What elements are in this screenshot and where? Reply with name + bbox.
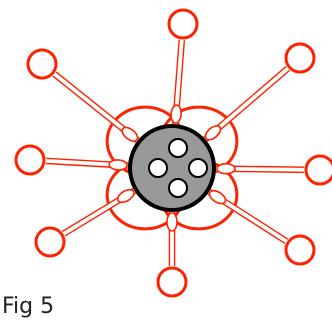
arm-root-joint	[208, 189, 227, 205]
arm-root-joint	[108, 159, 128, 171]
end-ring	[14, 144, 46, 176]
spoke-arm	[203, 42, 316, 142]
arm-root-joint	[121, 126, 139, 142]
figure-caption: Fig 5	[2, 294, 55, 319]
disc-hole	[188, 158, 208, 178]
center-disc	[128, 124, 216, 212]
arm-root-joint	[170, 104, 182, 124]
end-ring	[284, 234, 316, 266]
end-ring	[284, 42, 316, 74]
spoke-arm	[26, 48, 140, 144]
end-ring	[167, 8, 199, 40]
end-ring	[156, 266, 188, 298]
disc-hole	[148, 158, 168, 178]
spoke-arm	[207, 188, 316, 266]
arm-root-joint	[216, 162, 236, 175]
disc-body	[128, 124, 216, 212]
spoke-arm	[14, 144, 129, 176]
spoke-arm	[167, 8, 199, 125]
spoke-arms	[14, 8, 332, 298]
arm-root-joint	[166, 212, 178, 232]
end-ring	[304, 154, 332, 186]
disc-hole	[168, 138, 188, 158]
spoke-arm	[156, 212, 188, 298]
spoke-arm	[34, 187, 137, 258]
arm-root-joint	[116, 188, 135, 204]
spoke-arm	[215, 154, 332, 186]
arm-root-joint	[204, 125, 222, 141]
disc-hole	[168, 178, 188, 198]
end-ring	[26, 48, 58, 80]
end-ring	[34, 226, 66, 258]
